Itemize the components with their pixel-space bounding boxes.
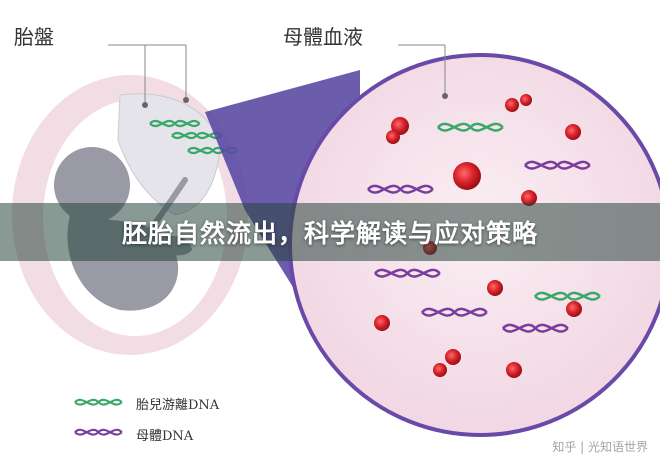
red-blood-cell-icon	[487, 280, 503, 296]
title-banner: 胚胎自然流出，科学解读与应对策略	[0, 203, 660, 261]
dna-strand-icon	[149, 119, 201, 128]
placenta-label: 胎盤	[14, 25, 54, 49]
placenta-pointer-dot	[142, 102, 148, 108]
banner-title: 胚胎自然流出，科学解读与应对策略	[121, 219, 538, 248]
dna-strand-icon	[437, 122, 504, 132]
dna-strand-icon	[374, 268, 441, 278]
dna-strand-icon	[74, 398, 123, 406]
red-blood-cell-icon	[505, 98, 519, 112]
red-blood-cell-icon	[520, 94, 532, 106]
dna-strand-icon	[421, 307, 488, 317]
placenta-region	[117, 93, 221, 216]
dna-strand-icon	[74, 428, 123, 436]
legend-maternal-dna: 母體DNA	[136, 429, 194, 444]
legend: 胎兒游離DNA 母體DNA	[74, 398, 220, 444]
dna-strand-icon	[367, 184, 434, 194]
red-blood-cell-icon	[374, 315, 390, 331]
dna-strand-icon	[534, 291, 601, 301]
red-blood-cell-icon	[521, 190, 537, 206]
red-blood-cell-icon	[566, 301, 582, 317]
red-blood-cell-icon	[506, 362, 522, 378]
red-blood-cells	[374, 94, 582, 378]
circle-dna-group	[367, 122, 601, 333]
red-blood-cell-icon	[445, 349, 461, 365]
red-blood-cell-icon	[453, 162, 481, 190]
blood-pointer-dot	[442, 93, 448, 99]
red-blood-cell-icon	[565, 124, 581, 140]
placenta-pointer-2-dot	[183, 97, 189, 103]
legend-fetal-dna: 胎兒游離DNA	[136, 398, 220, 413]
red-blood-cell-icon	[386, 130, 400, 144]
dna-strand-icon	[502, 323, 569, 333]
watermark: 知乎 | 光知语世界	[552, 440, 648, 454]
red-blood-cell-icon	[433, 363, 447, 377]
maternal-blood-label: 母體血液	[283, 25, 363, 49]
placenta-dna-group	[149, 119, 239, 155]
dna-strand-icon	[524, 160, 591, 170]
